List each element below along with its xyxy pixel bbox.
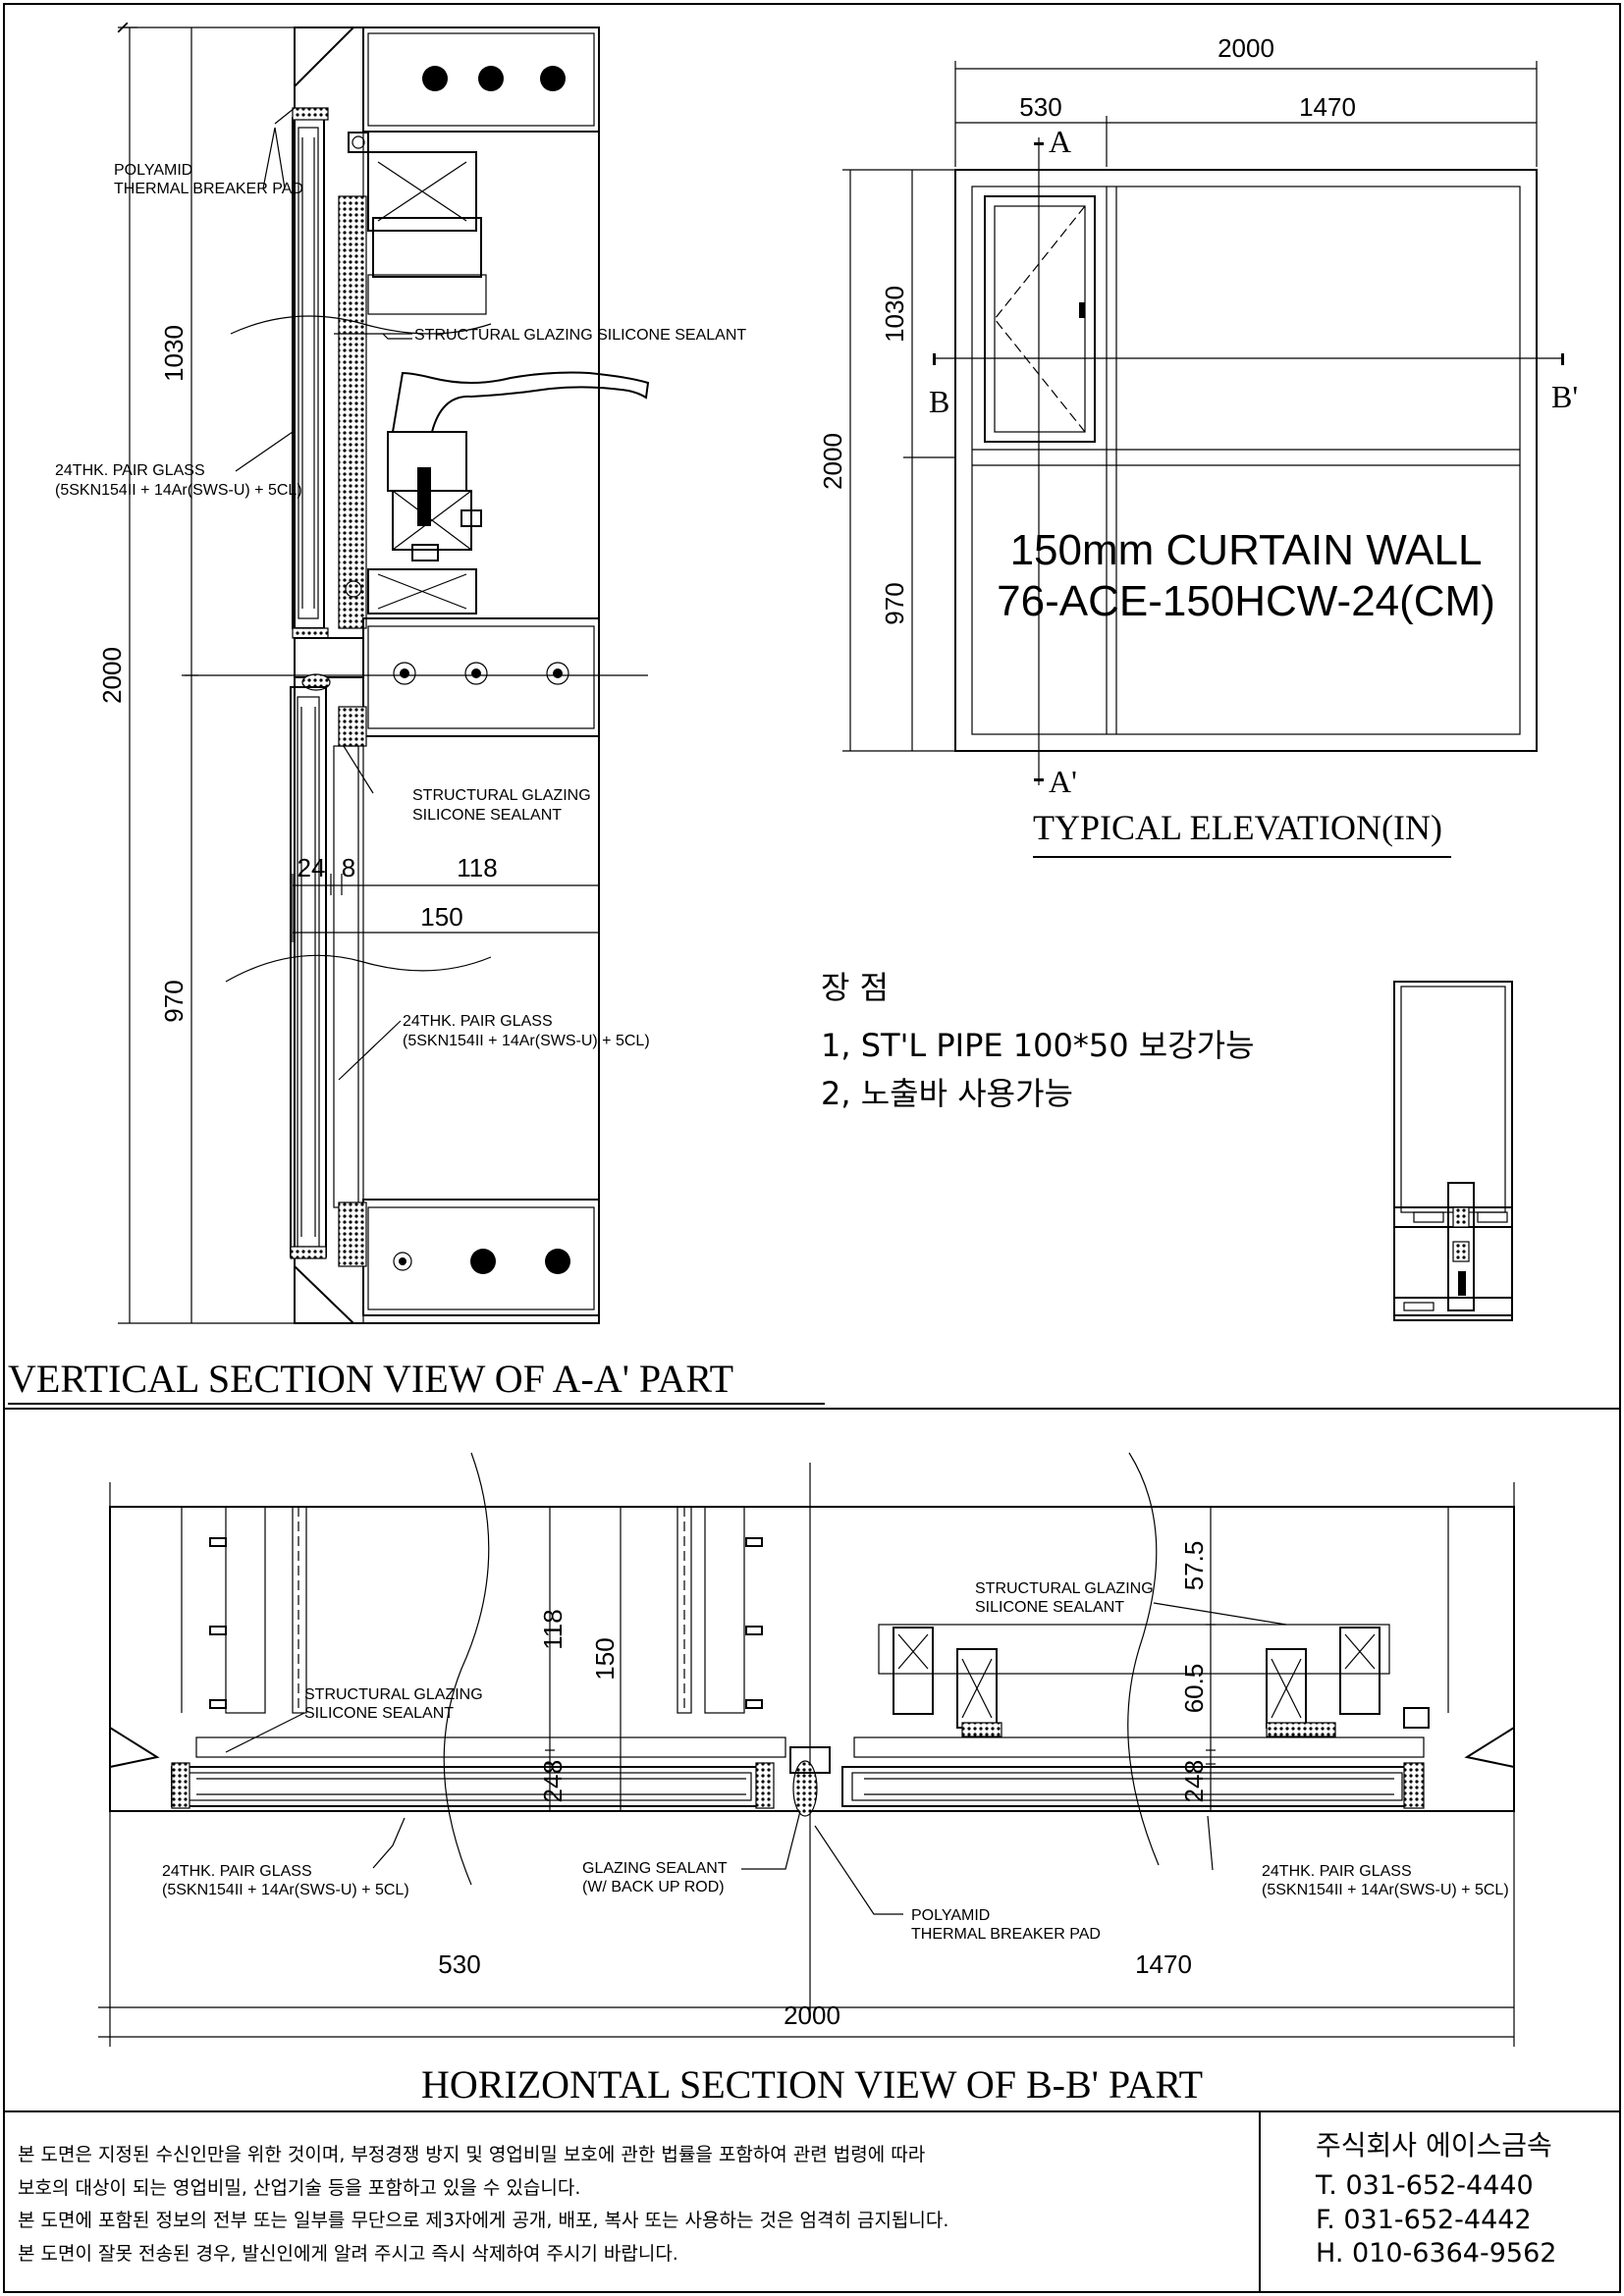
hs-dim-24: 24: [538, 1775, 568, 1803]
el-mark-a-prime: A': [1049, 764, 1077, 799]
hs-title: HORIZONTAL SECTION VIEW OF B-B' PART: [421, 2062, 1203, 2107]
vs-dim-lower: 970: [159, 980, 189, 1022]
el-mark-b: B: [929, 384, 949, 419]
hs-dim-1470: 1470: [1135, 1949, 1192, 1979]
hs-note-polyamid-1: POLYAMID: [911, 1907, 990, 1924]
el-product-code: 76-ACE-150HCW-24(CM): [997, 577, 1495, 625]
horizontal-section-drawing: [98, 1452, 1515, 2047]
vs-note-polyamid-2: THERMAL BREAKER PAD: [114, 181, 303, 197]
el-dim-total-w: 2000: [1218, 33, 1274, 63]
hs-dim-60-5: 60.5: [1179, 1664, 1209, 1714]
features-item-2: 2, 노출바 사용가능: [821, 1075, 1073, 1112]
el-dim-970: 970: [880, 582, 909, 624]
hs-note-glass-left-1: 24THK. PAIR GLASS: [162, 1863, 312, 1880]
el-dim-1470: 1470: [1299, 92, 1356, 122]
vertical-section-drawing: [117, 22, 650, 1324]
vs-note-pair-glass-1a: 24THK. PAIR GLASS: [55, 462, 205, 479]
hs-note-polyamid-2: THERMAL BREAKER PAD: [911, 1926, 1101, 1943]
footer-tel: T. 031-652-4440: [1315, 2170, 1534, 2201]
footer-notice-3: 본 도면에 포함된 정보의 전부 또는 일부를 무단으로 제3자에게 공개, 배…: [18, 2210, 948, 2231]
elevation-drawing: [842, 61, 1564, 785]
vs-title: VERTICAL SECTION VIEW OF A-A' PART: [8, 1357, 733, 1401]
hs-dim-24-right: 24: [1179, 1775, 1209, 1803]
el-dim-1030: 1030: [880, 286, 909, 343]
footer-company: 주식회사 에이스금속: [1316, 2129, 1552, 2162]
features-heading: 장 점: [821, 969, 889, 1006]
el-dim-530: 530: [1019, 92, 1061, 122]
profile-detail-drawing: [1393, 981, 1513, 1321]
el-mark-a: A: [1049, 124, 1071, 159]
footer-notice-2: 보호의 대상이 되는 영업비밀, 산업기술 등을 포함하고 있을 수 있습니다.: [18, 2177, 580, 2199]
hs-dim-8: 8: [538, 1760, 568, 1774]
el-dim-total-h: 2000: [818, 433, 847, 490]
vs-note-pair-glass-2b: (5SKN154II + 14Ar(SWS-U) + 5CL): [403, 1033, 650, 1049]
sheet-border: [3, 3, 1621, 2293]
el-title: TYPICAL ELEVATION(IN): [1033, 808, 1442, 847]
vs-note-sg-sealant-1: STRUCTURAL GLAZING SILICONE SEALANT: [414, 327, 746, 344]
footer-notice-1: 본 도면은 지정된 수신인만을 위한 것이며, 부정경쟁 방지 및 영업비밀 보…: [18, 2144, 925, 2165]
vs-note-sg-sealant-2a: STRUCTURAL GLAZING: [412, 787, 591, 804]
hs-dim-total: 2000: [784, 2001, 840, 2030]
hs-note-glass-right-1: 24THK. PAIR GLASS: [1262, 1863, 1412, 1880]
hs-dim-57-5: 57.5: [1179, 1541, 1209, 1591]
hs-note-glazing-1: GLAZING SEALANT: [582, 1860, 728, 1877]
hs-note-glass-left-2: (5SKN154II + 14Ar(SWS-U) + 5CL): [162, 1882, 409, 1898]
el-product-name: 150mm CURTAIN WALL: [1010, 526, 1483, 574]
vs-note-polyamid-1: POLYAMID: [114, 162, 192, 179]
hs-dim-150: 150: [590, 1637, 620, 1680]
hs-note-glass-right-2: (5SKN154II + 14Ar(SWS-U) + 5CL): [1262, 1882, 1509, 1898]
hs-dim-530: 530: [438, 1949, 480, 1979]
vs-dim-total: 2000: [97, 647, 127, 704]
vs-dim-118: 118: [457, 853, 497, 882]
el-mark-b-prime: B': [1551, 379, 1578, 414]
hs-note-sg-right-1: STRUCTURAL GLAZING: [975, 1580, 1154, 1597]
footer-mobile: H. 010-6364-9562: [1316, 2238, 1556, 2269]
hs-note-sg-left-1: STRUCTURAL GLAZING: [304, 1686, 483, 1703]
vs-dim-upper: 1030: [159, 325, 189, 382]
vs-dim-8: 8: [342, 853, 355, 882]
vs-note-pair-glass-1b: (5SKN154II + 14Ar(SWS-U) + 5CL): [55, 482, 302, 499]
vs-dim-24: 24: [298, 853, 326, 882]
features-item-1: 1, ST'L PIPE 100*50 보강가능: [821, 1027, 1255, 1064]
hs-note-glazing-2: (W/ BACK UP ROD): [582, 1879, 725, 1896]
vs-dim-150: 150: [420, 902, 462, 932]
hs-note-sg-right-2: SILICONE SEALANT: [975, 1599, 1124, 1616]
vs-note-pair-glass-2a: 24THK. PAIR GLASS: [403, 1013, 553, 1030]
hs-dim-118: 118: [538, 1609, 568, 1649]
hs-dim-8-right: 8: [1179, 1760, 1209, 1774]
footer-notice-4: 본 도면이 잘못 전송된 경우, 발신인에게 알려 주시고 즉시 삭제하여 주시…: [18, 2243, 678, 2265]
hs-note-sg-left-2: SILICONE SEALANT: [304, 1705, 454, 1722]
footer-fax: F. 031-652-4442: [1316, 2205, 1532, 2235]
vs-note-sg-sealant-2b: SILICONE SEALANT: [412, 807, 562, 824]
